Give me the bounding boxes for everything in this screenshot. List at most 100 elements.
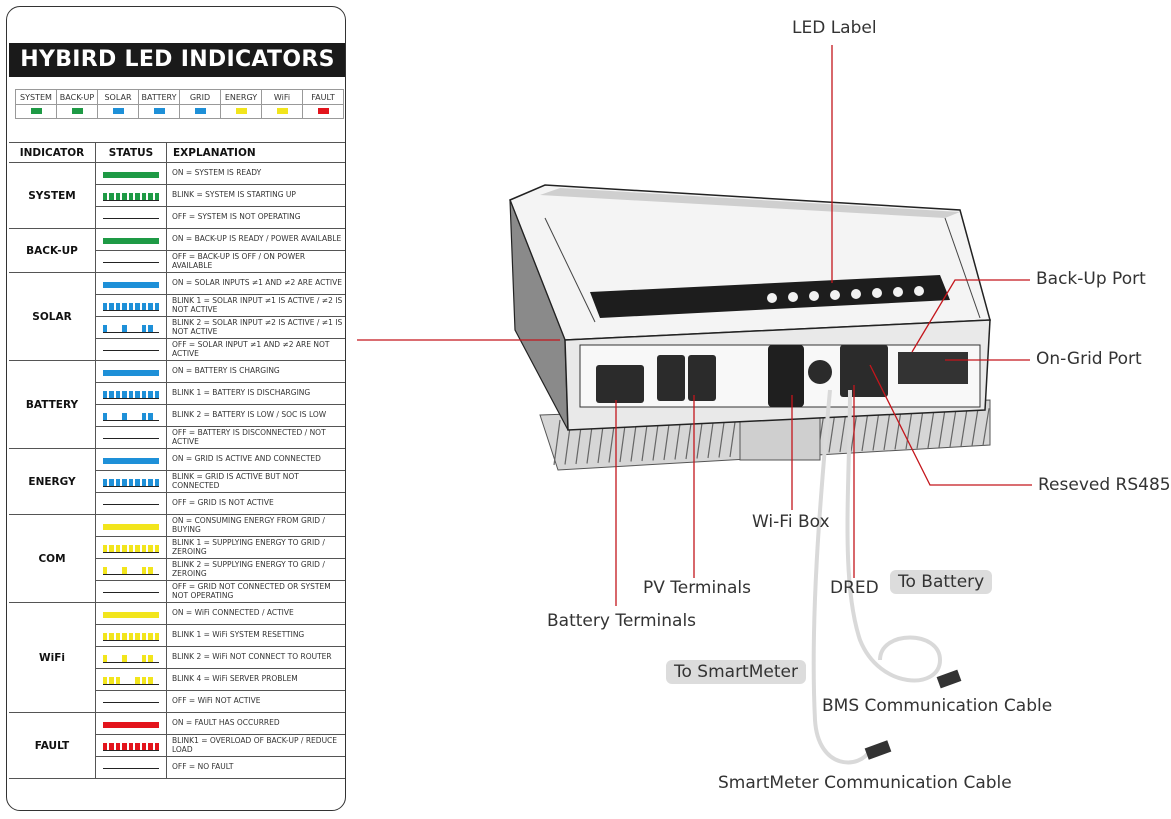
status-pattern (95, 558, 167, 581)
status-pattern (95, 734, 167, 757)
indicator-name: ENERGY (9, 448, 96, 515)
led-light (872, 288, 882, 298)
color-swatch (235, 108, 247, 114)
indicator-row: OFF = BATTERY IS DISCONNECTED / NOT ACTI… (9, 426, 345, 449)
cables (811, 389, 943, 765)
led-light (851, 289, 861, 299)
led-light (767, 293, 777, 303)
backup-port-callout: Back-Up Port (1036, 269, 1146, 289)
led-blink-pattern (103, 654, 159, 663)
pv-terminals-callout: PV Terminals (643, 578, 751, 598)
color-swatch (112, 108, 124, 114)
led-off-line (103, 504, 159, 505)
led-light (914, 286, 924, 296)
rs485-callout: Reseved RS485 (1038, 475, 1171, 495)
color-swatch (317, 108, 329, 114)
ongrid-port-callout: On-Grid Port (1036, 349, 1142, 369)
led-off-line (103, 592, 159, 593)
led-off-line (103, 702, 159, 703)
indicator-name: BATTERY (9, 360, 96, 449)
led-blink-pattern (103, 544, 159, 553)
inverter-body (509, 184, 991, 431)
led-off-line (103, 218, 159, 219)
panel-title: HYBIRD LED INDICATORS (9, 43, 345, 77)
status-pattern (95, 756, 167, 779)
to-smartmeter-tag: To SmartMeter (666, 660, 806, 684)
pv-terminal-2 (688, 355, 716, 401)
indicator-row: BLINK 2 = SUPPLYING ENERGY TO GRID / ZER… (9, 558, 345, 581)
led-solid-bar (103, 457, 159, 464)
ac-terminal-block (898, 352, 968, 384)
led-light (788, 292, 798, 302)
battery-terminals-callout: Battery Terminals (547, 611, 697, 631)
color-swatch (153, 108, 165, 114)
pv-terminal-1 (657, 355, 685, 401)
led-blink-pattern (103, 742, 159, 751)
led-light (809, 291, 819, 301)
led-blink-pattern (103, 192, 159, 201)
color-swatch (71, 108, 83, 114)
led-blink-pattern (103, 478, 159, 487)
header-status: STATUS (95, 142, 167, 163)
led-solid-bar (103, 523, 159, 530)
led-off-line (103, 768, 159, 769)
status-pattern (95, 668, 167, 691)
led-blink-pattern (103, 566, 159, 575)
status-explanation: OFF = NO FAULT (166, 756, 345, 779)
indicator-name: SYSTEM (9, 162, 96, 229)
dred-callout: DRED (830, 578, 879, 598)
legend-swatch (302, 104, 344, 119)
ports (596, 345, 968, 407)
color-swatch (30, 108, 42, 114)
bms-cable-callout: BMS Communication Cable (822, 696, 1053, 716)
led-blink-pattern (103, 412, 159, 421)
indicator-row: OFF = GRID NOT CONNECTED OR SYSTEM NOT O… (9, 580, 345, 603)
led-label-callout: LED Label (792, 18, 877, 38)
led-solid-bar (103, 721, 159, 728)
wifi-box (768, 345, 804, 407)
status-pattern (95, 624, 167, 647)
indicator-row: OFF = SOLAR INPUT ≠1 AND ≠2 ARE NOT ACTI… (9, 338, 345, 361)
legend-swatch (97, 104, 139, 119)
led-light (830, 290, 840, 300)
header-indicator: INDICATOR (9, 142, 96, 163)
indicator-row: BLINK 4 = WiFi SERVER PROBLEM (9, 668, 345, 691)
indicator-row: BLINK 1 = WiFi SYSTEM RESETTING (9, 624, 345, 647)
led-off-line (103, 438, 159, 439)
led-solid-bar (103, 237, 159, 244)
led-solid-bar (103, 369, 159, 376)
indicator-name: FAULT (9, 712, 96, 779)
indicator-row: BLINK 1 = BATTERY IS DISCHARGING (9, 382, 345, 405)
indicator-row: OFF = BACK-UP IS OFF / ON POWER AVAILABL… (9, 250, 345, 273)
led-solid-bar (103, 281, 159, 288)
cable-plugs (864, 669, 962, 760)
battery-terminal-block (596, 365, 644, 403)
led-light (893, 287, 903, 297)
led-blink-pattern (103, 324, 159, 333)
led-solid-bar (103, 611, 159, 618)
dred-port (808, 360, 832, 384)
legend-swatch (179, 104, 221, 119)
indicator-row: BLINK = GRID IS ACTIVE BUT NOT CONNECTED (9, 470, 345, 493)
indicator-row: OFF = WiFi NOT ACTIVE (9, 690, 345, 713)
indicator-name: WiFi (9, 602, 96, 713)
rs485-ports (840, 345, 888, 397)
color-swatch (194, 108, 206, 114)
led-blink-pattern (103, 632, 159, 641)
indicator-name: SOLAR (9, 272, 96, 361)
led-blink-pattern (103, 676, 159, 685)
smartmeter-cable-callout: SmartMeter Communication Cable (718, 773, 1012, 793)
color-swatch (276, 108, 288, 114)
led-off-line (103, 350, 159, 351)
indicator-row: OFF = NO FAULT (9, 756, 345, 779)
led-off-line (103, 262, 159, 263)
